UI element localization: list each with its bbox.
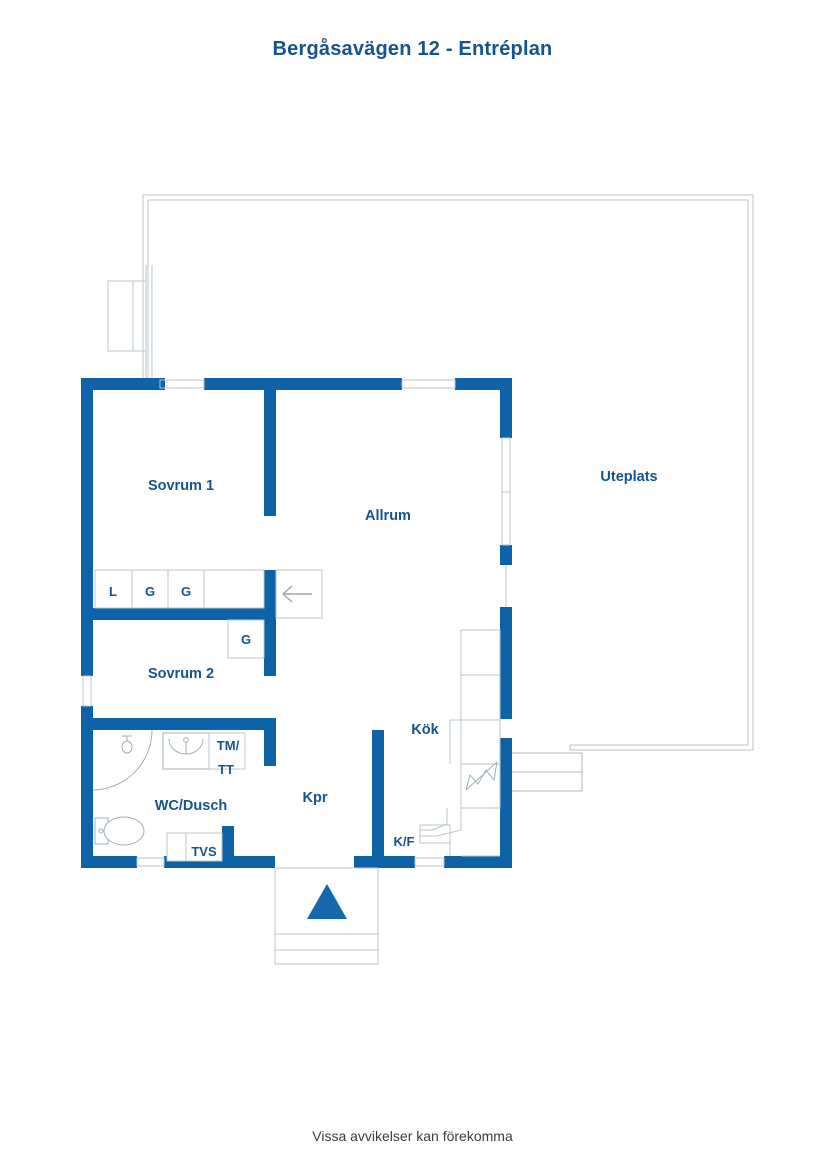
fridge-label-kf: K/F — [394, 834, 415, 849]
room-label-uteplats: Uteplats — [600, 469, 657, 485]
closet-row-sovrum1 — [94, 569, 265, 609]
building-walls — [81, 378, 512, 868]
floorplan-drawing: Sovrum 1 Allrum Sovrum 2 WC/Dusch Kpr Kö… — [81, 194, 754, 965]
fixture-labels: L G G G TM/ TT TVS K/F — [109, 584, 415, 859]
room-label-sovrum-2: Sovrum 2 — [148, 666, 214, 682]
uteplats-outline — [142, 194, 754, 751]
room-label-allrum: Allrum — [365, 508, 411, 524]
laundry-label-line2: TT — [218, 762, 234, 777]
room-label-wc-dusch: WC/Dusch — [155, 798, 228, 814]
exterior-steps-right — [512, 752, 583, 792]
page-title: Bergåsavägen 12 - Entréplan — [272, 38, 553, 60]
closet-sovrum2 — [227, 619, 265, 659]
closet-label-g-2: G — [181, 584, 191, 599]
closet-label-g-1: G — [145, 584, 155, 599]
entrance-steps — [274, 867, 379, 965]
room-label-kok: Kök — [411, 722, 439, 738]
closet-label-g-3: G — [241, 632, 251, 647]
window-openings — [82, 379, 511, 867]
bathroom-fixtures — [92, 729, 246, 862]
room-label-kpr: Kpr — [303, 790, 328, 806]
washbasin-label-tvs: TVS — [191, 844, 217, 859]
room-labels: Sovrum 1 Allrum Sovrum 2 WC/Dusch Kpr Kö… — [148, 469, 658, 814]
closet-label-l: L — [109, 584, 117, 599]
door-swing-box — [275, 569, 323, 619]
page-footer-note: Vissa avvikelser kan förekomma — [312, 1128, 513, 1144]
room-label-sovrum-1: Sovrum 1 — [148, 478, 214, 494]
kitchen-fixtures — [419, 629, 501, 857]
entry-triangle-icon — [307, 884, 347, 919]
external-structure-topleft — [107, 265, 153, 378]
laundry-label-line1: TM/ — [217, 738, 240, 753]
